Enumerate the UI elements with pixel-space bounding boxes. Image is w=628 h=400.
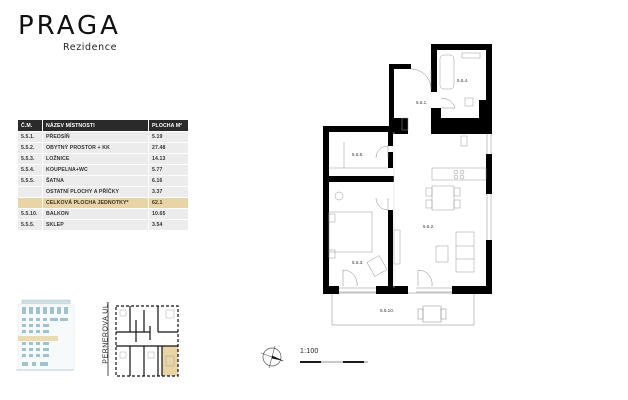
toilet-icon — [464, 97, 474, 107]
room-name: OBYTNÝ PROSTOR + KK — [42, 143, 148, 153]
room-name: ŠATNA — [42, 176, 148, 186]
balcony-outline — [331, 292, 475, 326]
walls — [323, 44, 492, 294]
room-area: 10.65 — [148, 209, 188, 219]
room-name: LOŽNICE — [42, 154, 148, 164]
table-row: 5.5.10. BALKON 10.65 — [18, 209, 188, 219]
table-row: 5.5.5. SKLEP 3.54 — [18, 220, 188, 230]
room-number: 5.5.1. — [18, 132, 42, 142]
header-room-number: Č.M. — [18, 120, 42, 131]
room-number — [18, 198, 42, 208]
scale-indicator: 1:100 — [300, 348, 368, 363]
apartment-floor-plan: 5.5.1. 5.5.2. 5.5.3. 5.5.4. 5.5.5. 5.5.1… — [323, 44, 492, 326]
room-area: 6.16 — [148, 176, 188, 186]
room-number: 5.5.5. — [18, 176, 42, 186]
table-row: OSTATNÍ PLOCHY A PŘÍČKY 3.37 — [18, 187, 188, 197]
building-elevation-thumbnail — [16, 299, 75, 371]
room-name: CELKOVÁ PLOCHA JEDNOTKY* — [42, 198, 148, 208]
room-number: 5.5.2. — [18, 143, 42, 153]
coffee-table-icon — [435, 245, 449, 263]
site-plan-thumbnail — [107, 302, 179, 377]
table-row: 5.5.2. OBYTNÝ PROSTOR + KK 27.48 — [18, 143, 188, 153]
room-area: 3.54 — [148, 220, 188, 230]
scale-label: 1:100 — [300, 348, 319, 355]
room-name: SKLEP — [42, 220, 148, 230]
table-row: 5.5.1. PŘEDSÍŇ 5.19 — [18, 132, 188, 142]
room-name: OSTATNÍ PLOCHY A PŘÍČKY — [42, 187, 148, 197]
room-name: KOUPELNA+WC — [42, 165, 148, 175]
brand-logo: PRAGA Rezidence — [18, 12, 153, 53]
room-number — [18, 187, 42, 197]
room-area: 5.77 — [148, 165, 188, 175]
scale-bar — [300, 361, 368, 363]
label-5-5-2: 5.5.2. — [423, 224, 435, 229]
room-number: 5.5.5. — [18, 220, 42, 230]
room-area: 62.1 — [148, 198, 188, 208]
table-row: 5.5.4. KOUPELNA+WC 5.77 — [18, 165, 188, 175]
brand-title: PRAGA — [18, 11, 121, 41]
room-name: BALKON — [42, 209, 148, 219]
balcony-table-icon — [417, 305, 447, 323]
bathtub-icon — [439, 54, 455, 90]
header-room-name: NÁZEV MÍSTNOSTI — [42, 120, 148, 131]
room-name: PŘEDSÍŇ — [42, 132, 148, 142]
label-5-5-5: 5.5.5. — [352, 152, 364, 157]
kitchen-counter-icon — [431, 167, 487, 181]
room-number: 5.5.10. — [18, 209, 42, 219]
highlighted-floor — [18, 336, 58, 341]
room-number: 5.5.3. — [18, 154, 42, 164]
unit-location-highlight — [162, 346, 178, 376]
label-5-5-10: 5.5.10. — [380, 308, 394, 313]
room-area-table: Č.M. NÁZEV MÍSTNOSTI PLOCHA M² 5.5.1. PŘ… — [18, 119, 188, 231]
room-area: 5.19 — [148, 132, 188, 142]
room-number: 5.5.4. — [18, 165, 42, 175]
table-row-total: CELKOVÁ PLOCHA JEDNOTKY* 62.1 — [18, 198, 188, 208]
brand-subtitle: Rezidence — [63, 42, 118, 53]
label-5-5-4: 5.5.4. — [457, 78, 469, 83]
room-area: 14.13 — [148, 154, 188, 164]
room-area: 3.37 — [148, 187, 188, 197]
label-5-5-3: 5.5.3. — [352, 260, 364, 265]
dining-table-icon — [431, 185, 455, 211]
table-header-row: Č.M. NÁZEV MÍSTNOSTI PLOCHA M² — [18, 120, 188, 131]
label-5-5-1: 5.5.1. — [416, 100, 428, 105]
sofa-icon — [455, 231, 475, 273]
compass-north-arrow-icon — [260, 345, 284, 369]
doors — [342, 68, 456, 287]
table-row: 5.5.3. LOŽNICE 14.13 — [18, 154, 188, 164]
room-area: 27.48 — [148, 143, 188, 153]
header-area: PLOCHA M² — [148, 120, 188, 131]
sink-icon — [461, 52, 481, 59]
armchair-icon — [366, 255, 388, 277]
room-labels: 5.5.1. 5.5.2. 5.5.3. 5.5.4. 5.5.5. 5.5.1… — [352, 78, 469, 313]
furniture — [328, 52, 487, 277]
table-row: 5.5.5. ŠATNA 6.16 — [18, 176, 188, 186]
bed-icon — [328, 211, 373, 253]
